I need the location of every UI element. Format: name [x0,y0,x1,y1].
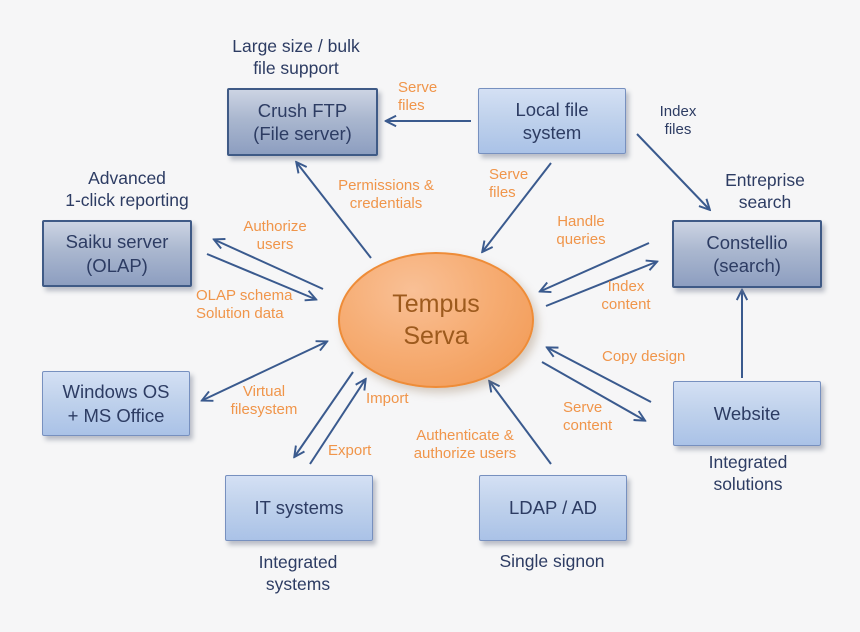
arrow-itsystems-to-center [309,380,365,465]
caption-single-signon: Single signon [499,551,605,571]
arrow-center-to-constellio [545,262,656,307]
edge-label-permissions-credentials: Permissions & credentials [338,177,434,213]
edge-label-authenticate-authorize: Authenticate & authorize users [413,427,517,463]
arrow-center-to-itsystems [295,371,354,456]
arrow-saiku-to-center [206,253,315,299]
arrow-localfs-to-center [483,162,552,251]
node-crush-ftp: Crush FTP (File server) [227,88,378,156]
edge-label-serve-files-center: Serve files [489,166,529,202]
edge-label-authorize-users: Authorize users [243,218,307,254]
caption-advanced-reporting: Advanced 1-click reporting [65,168,189,210]
edge-label-handle-queries: Handle queries [556,213,606,249]
edge-label-virtual-filesystem: Virtual filesystem [230,383,298,419]
node-constellio: Constellio (search) [672,220,822,288]
edge-label-olap-schema: OLAP schema Solution data [196,287,293,323]
node-ldap-ad: LDAP / AD [479,475,627,541]
node-local-file-system: Local file system [478,88,626,154]
edge-label-copy-design: Copy design [602,348,686,365]
caption-integrated-systems: Integrated systems [258,552,338,594]
arrow-constellio-to-center [541,242,650,291]
edge-label-index-files: Index files [659,103,697,139]
arrow-center-to-crushftp [297,163,372,259]
node-website: Website [673,381,821,446]
edge-label-serve-content: Serve content [563,399,613,435]
arrow-center-to-saiku [215,240,324,290]
caption-large-size-bulk: Large size / bulk file support [232,36,360,78]
node-tempus-serva: Tempus Serva [338,252,534,388]
arrow-localfs-to-constellio [636,133,709,209]
arrow-ldap-to-center [490,382,552,465]
node-windows-os: Windows OS + MS Office [42,371,190,436]
node-saiku-server: Saiku server (OLAP) [42,220,192,287]
arrow-center-windows-bidirectional [203,342,326,400]
node-it-systems: IT systems [225,475,373,541]
edge-label-export: Export [328,442,372,459]
edge-label-index-content: Index content [601,278,651,314]
edge-label-serve-files-top: Serve files [398,79,438,115]
arrow-center-to-website [541,361,644,420]
arrow-website-to-center [548,348,652,403]
edge-label-import: Import [366,390,409,407]
caption-integrated-solutions: Integrated solutions [708,452,788,494]
caption-entreprise-search: Entreprise search [725,170,805,212]
